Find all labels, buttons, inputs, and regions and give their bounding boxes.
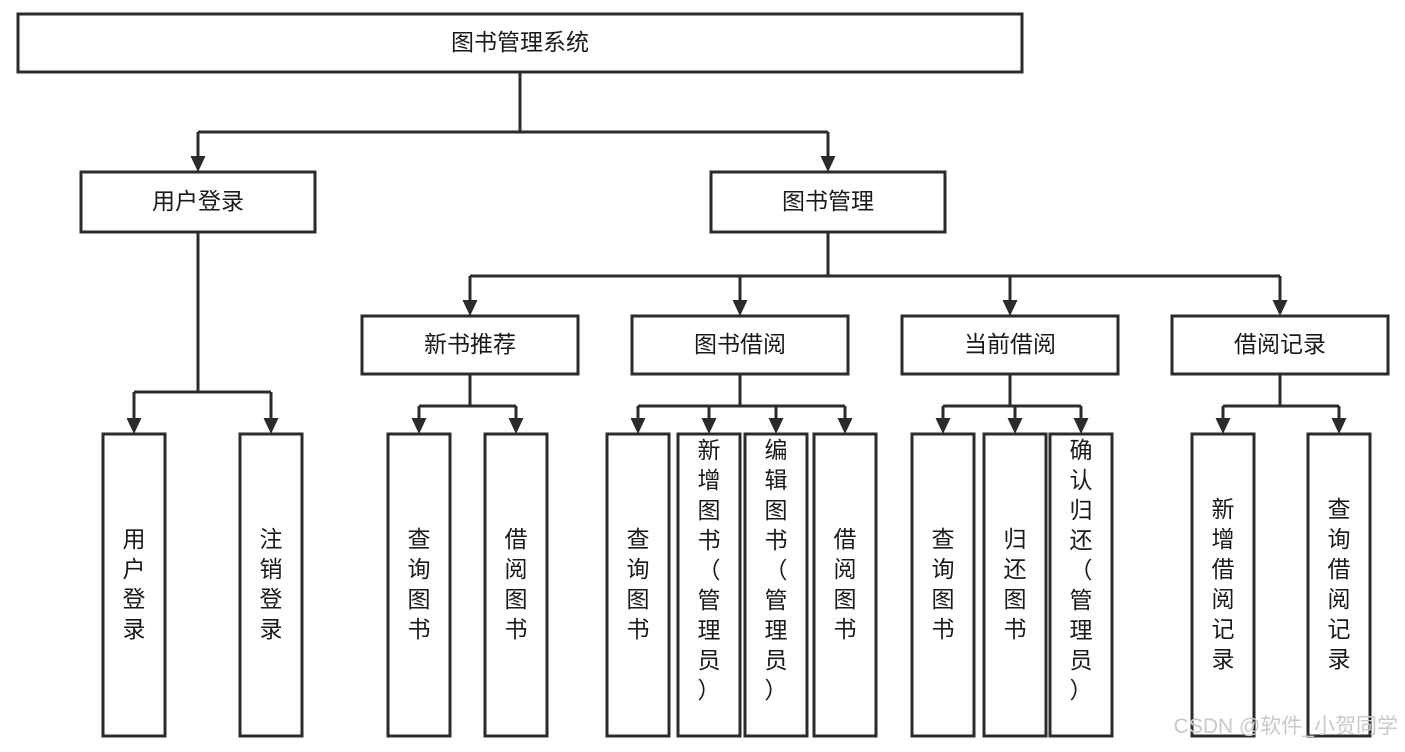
node-leaf-edit-book-admin-label: 编辑图书（管理员） <box>765 437 788 703</box>
node-leaf-query-book-recommend-box <box>386 432 452 738</box>
node-leaf-borrow-book-recommend-label: 借阅图书 <box>505 526 528 642</box>
arrow-head-icon <box>630 418 646 434</box>
node-leaf-add-book-admin[interactable]: 新增图书（管理员） <box>676 432 742 738</box>
node-leaf-query-borrow-record-label: 查询借阅记录 <box>1328 496 1351 672</box>
arrow-head-icon <box>732 300 748 316</box>
node-leaf-query-book-recommend[interactable]: 查询图书 <box>386 432 452 738</box>
arrow-head-icon <box>837 418 853 434</box>
arrow-head-icon <box>462 300 478 316</box>
node-book-management-box <box>709 170 947 234</box>
node-leaf-query-book-borrow-box <box>605 432 671 738</box>
node-leaf-user-login-box <box>101 432 167 738</box>
node-leaf-query-borrow-record-box <box>1306 432 1372 738</box>
node-leaf-user-logout[interactable]: 注销登录 <box>238 432 304 738</box>
node-leaf-confirm-return-admin[interactable]: 确认归还（管理员） <box>1048 432 1114 738</box>
arrow-head-icon <box>508 418 524 434</box>
node-leaf-query-book-borrow-label: 查询图书 <box>627 526 650 642</box>
node-leaf-edit-book-admin-box <box>743 432 809 738</box>
node-leaf-add-book-admin-box <box>676 432 742 738</box>
node-leaf-borrow-book-box <box>812 432 878 738</box>
node-current-borrow[interactable]: 当前借阅 <box>900 314 1120 376</box>
node-new-book-recommend[interactable]: 新书推荐 <box>360 314 580 376</box>
node-borrow-record[interactable]: 借阅记录 <box>1170 314 1390 376</box>
node-root-system-box <box>16 12 1024 74</box>
node-book-borrow-box <box>630 314 850 376</box>
node-leaf-return-book-box <box>982 432 1048 738</box>
node-leaf-add-borrow-record-box <box>1190 432 1256 738</box>
node-root-system-label: 图书管理系统 <box>451 29 589 55</box>
arrow-head-icon <box>263 418 279 434</box>
node-new-book-recommend-box <box>360 314 580 376</box>
node-leaf-add-borrow-record-label: 新增借阅记录 <box>1212 496 1235 672</box>
node-user-login-label: 用户登录 <box>152 188 244 214</box>
node-user-login-box <box>79 170 317 234</box>
arrow-head-icon <box>126 418 142 434</box>
node-book-borrow[interactable]: 图书借阅 <box>630 314 850 376</box>
node-leaf-return-book-label: 归还图书 <box>1004 526 1027 642</box>
arrow-head-icon <box>1331 418 1347 434</box>
node-layer: 图书管理系统用户登录图书管理新书推荐图书借阅当前借阅借阅记录用户登录注销登录查询… <box>16 12 1390 738</box>
node-book-management-label: 图书管理 <box>782 188 874 214</box>
node-user-login[interactable]: 用户登录 <box>79 170 317 234</box>
node-leaf-add-book-admin-label: 新增图书（管理员） <box>698 437 721 703</box>
node-borrow-record-label: 借阅记录 <box>1234 331 1326 357</box>
node-leaf-borrow-book-recommend-box <box>483 432 549 738</box>
node-leaf-user-login-label: 用户登录 <box>123 526 146 642</box>
arrow-head-icon <box>701 418 717 434</box>
node-leaf-user-logout-box <box>238 432 304 738</box>
node-current-borrow-box <box>900 314 1120 376</box>
connector-layer <box>126 72 1347 434</box>
node-leaf-borrow-book-label: 借阅图书 <box>834 526 857 642</box>
csdn-watermark: CSDN @软件_小贺同学 <box>1174 715 1398 738</box>
node-leaf-query-book-borrow[interactable]: 查询图书 <box>605 432 671 738</box>
arrow-head-icon <box>411 418 427 434</box>
node-leaf-return-book[interactable]: 归还图书 <box>982 432 1048 738</box>
node-leaf-user-logout-label: 注销登录 <box>260 526 283 642</box>
arrow-head-icon <box>1002 300 1018 316</box>
node-leaf-query-book-current[interactable]: 查询图书 <box>910 432 976 738</box>
node-current-borrow-label: 当前借阅 <box>964 331 1056 357</box>
node-leaf-confirm-return-admin-box <box>1048 432 1114 738</box>
node-root-system[interactable]: 图书管理系统 <box>16 12 1024 74</box>
node-new-book-recommend-label: 新书推荐 <box>424 331 516 357</box>
node-leaf-edit-book-admin[interactable]: 编辑图书（管理员） <box>743 432 809 738</box>
node-borrow-record-box <box>1170 314 1390 376</box>
node-book-borrow-label: 图书借阅 <box>694 331 786 357</box>
arrow-head-icon <box>820 156 836 172</box>
node-leaf-add-borrow-record[interactable]: 新增借阅记录 <box>1190 432 1256 738</box>
arrow-head-icon <box>1073 418 1089 434</box>
node-leaf-query-book-recommend-label: 查询图书 <box>408 526 431 642</box>
node-leaf-confirm-return-admin-label: 确认归还（管理员） <box>1070 437 1093 703</box>
node-book-management[interactable]: 图书管理 <box>709 170 947 234</box>
arrow-head-icon <box>190 156 206 172</box>
arrow-head-icon <box>1007 418 1023 434</box>
arrow-head-icon <box>768 418 784 434</box>
node-leaf-borrow-book[interactable]: 借阅图书 <box>812 432 878 738</box>
node-leaf-query-borrow-record[interactable]: 查询借阅记录 <box>1306 432 1372 738</box>
node-leaf-user-login[interactable]: 用户登录 <box>101 432 167 738</box>
node-leaf-query-book-current-label: 查询图书 <box>932 526 955 642</box>
arrow-head-icon <box>1272 300 1288 316</box>
node-leaf-query-book-current-box <box>910 432 976 738</box>
arrow-head-icon <box>1215 418 1231 434</box>
node-leaf-borrow-book-recommend[interactable]: 借阅图书 <box>483 432 549 738</box>
arrow-head-icon <box>935 418 951 434</box>
